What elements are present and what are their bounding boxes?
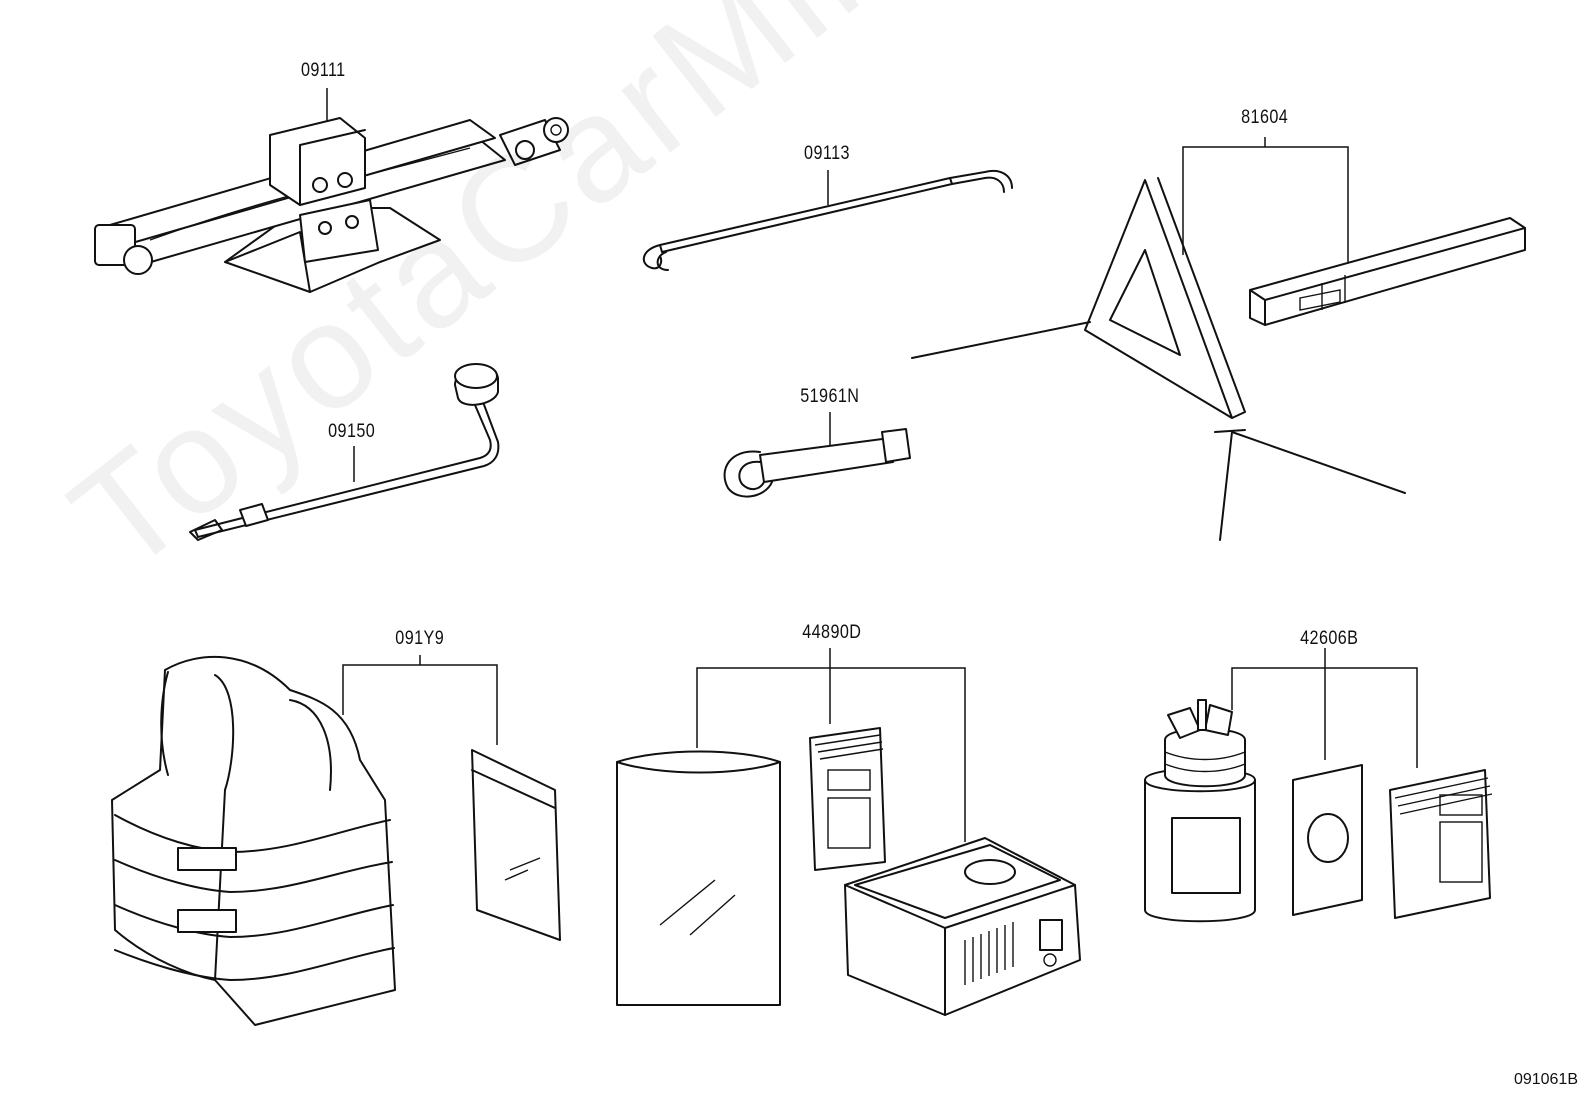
towing-eye-illustration bbox=[723, 412, 911, 498]
jack-illustration bbox=[94, 88, 569, 293]
warning-triangle-illustration bbox=[911, 137, 1526, 541]
wheel-wrench-illustration bbox=[189, 363, 500, 541]
part-label-jack-handle: 09113 bbox=[804, 143, 850, 164]
jack-handle-illustration bbox=[642, 169, 1013, 271]
part-label-wheel-wrench: 09150 bbox=[328, 421, 376, 442]
part-label-towing-eye: 51961N bbox=[800, 386, 860, 407]
tire-repair-kit-illustration bbox=[616, 648, 1081, 1016]
figure-code: 091061B bbox=[1513, 1071, 1578, 1088]
safety-vest-illustration bbox=[111, 655, 561, 1026]
part-label-tire-repair-kit: 44890D bbox=[802, 622, 862, 643]
part-label-sealant-bottle: 42606B bbox=[1300, 628, 1359, 649]
part-label-jack: 09111 bbox=[300, 60, 346, 81]
part-label-warning-triangle: 81604 bbox=[1241, 107, 1289, 128]
sealant-bottle-illustration bbox=[1144, 648, 1493, 923]
part-label-safety-vest: 091Y9 bbox=[395, 628, 445, 649]
